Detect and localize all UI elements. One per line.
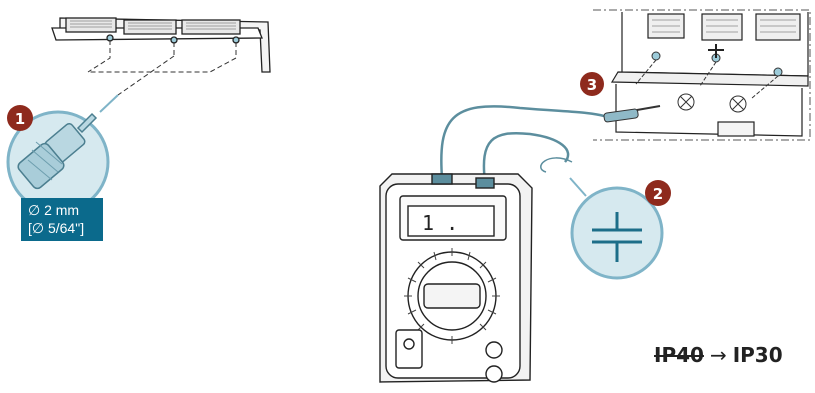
- ip-rating-old: IP40: [654, 343, 704, 367]
- drill-size-label: ∅ 2 mm [∅ 5/64"]: [21, 198, 103, 241]
- step-3-number: 3: [587, 76, 597, 94]
- ip-rating-change: IP40→IP30: [654, 343, 783, 367]
- step-3-badge: 3: [580, 72, 604, 96]
- ip-rating-new: IP30: [732, 343, 783, 367]
- step-2-number: 2: [653, 185, 663, 203]
- enclosure-detail: [593, 9, 811, 141]
- drill-size-imperial: [∅ 5/64"]: [28, 220, 85, 236]
- multimeter-icon: 1 .: [379, 173, 533, 383]
- meter-display-reading: 1 .: [422, 211, 458, 235]
- device-top-part: [51, 17, 271, 73]
- step-1-number: 1: [15, 110, 25, 128]
- drill-icon: [17, 112, 98, 190]
- cable-end: [540, 157, 573, 173]
- ground-symbol-icon: [592, 212, 642, 262]
- ground-bubble: [569, 177, 664, 280]
- test-probe: [603, 105, 661, 123]
- test-cables: [440, 105, 605, 183]
- step-1-badge: 1: [7, 105, 33, 131]
- drill-size-metric: ∅ 2 mm: [28, 202, 80, 218]
- drill-bubble: [6, 94, 119, 214]
- ip-rating-arrow: →: [709, 343, 727, 367]
- step-2-badge: 2: [645, 180, 671, 206]
- drill-hole-guides: [87, 40, 237, 96]
